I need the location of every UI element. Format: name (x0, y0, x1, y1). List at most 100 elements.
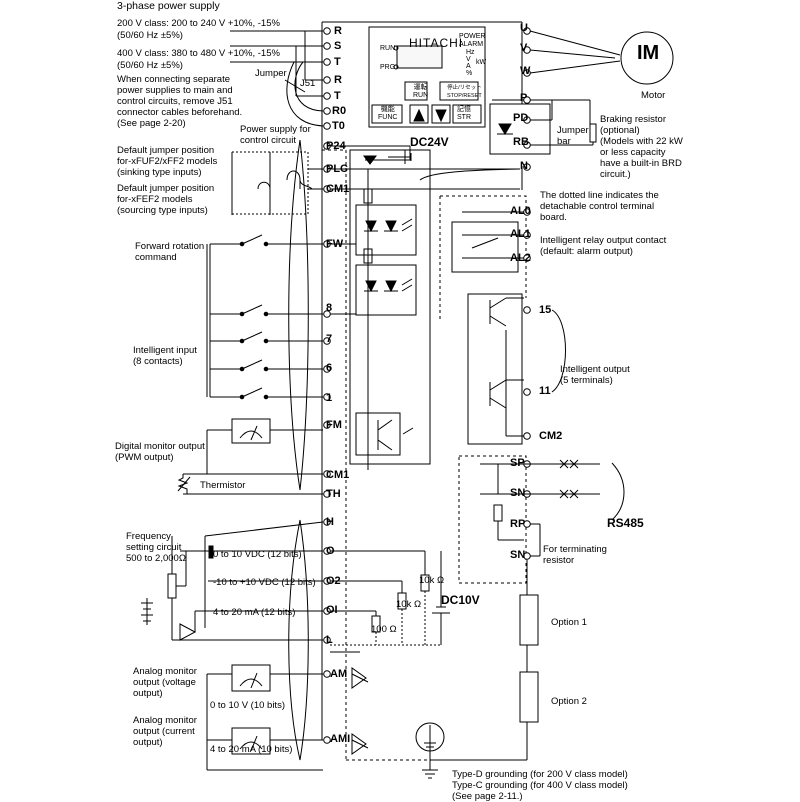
indicator-v: V (466, 56, 471, 63)
class-200-spec: 200 V class: 200 to 240 V +10%, -15% (117, 18, 280, 29)
cable-shield-lower (288, 519, 309, 761)
switch-blade (241, 331, 263, 342)
input-terminal (323, 365, 331, 373)
transistor-output-box (467, 293, 523, 445)
motor-symbol: IM (637, 42, 660, 64)
input-terminal (323, 42, 331, 50)
terminating-resistor-label: For terminating resistor (543, 544, 607, 566)
terminal-6: 6 (326, 362, 333, 374)
jumper-link (299, 179, 313, 190)
class-400-spec: 400 V class: 380 to 480 V +10%, -15% (117, 48, 280, 59)
indicator-power: POWER (459, 33, 486, 40)
pot-resistor (167, 573, 177, 599)
thermistor-icon (177, 474, 189, 494)
resistor-100-label: 100 Ω (371, 624, 397, 635)
dotted-line-note: The dotted line indicates the detachable… (540, 190, 659, 223)
cm2-terminal (523, 432, 531, 440)
out-transistor-emitter (489, 315, 507, 327)
o-range-label: 0 to 10 VDC (12 bits) (213, 549, 302, 560)
rs485-x (559, 459, 569, 469)
rs485-dotted-box (458, 455, 527, 584)
run-led (393, 45, 399, 51)
stop-key-box (439, 81, 479, 101)
terminal-cm1: CM1 (326, 183, 350, 195)
am-amp (351, 673, 369, 683)
motor-label: Motor (641, 90, 666, 101)
run-key-box (404, 81, 428, 101)
terminal-fw: FW (326, 238, 344, 250)
input-terminal (323, 76, 331, 84)
input-terminal (323, 393, 331, 401)
p24-drop (365, 146, 411, 161)
digital-monitor-label: Digital monitor output (PWM output) (115, 441, 205, 463)
n-terminal (523, 163, 531, 171)
braking-resistor-note: Braking resistor (optional) (Models with… (600, 114, 683, 180)
oi-range-label: 4 to 20 mA (12 bits) (213, 607, 296, 618)
terminal-8: 8 (326, 302, 333, 314)
terminal-1: 1 (326, 392, 333, 404)
terminal-15: 15 (539, 304, 552, 316)
indicator-percent: % (466, 70, 473, 77)
terminal-t0: T0 (332, 120, 345, 132)
ami-meter-icon (231, 727, 271, 755)
frequency-circuit-label: Frequency setting circuit 500 to 2,000Ω (126, 531, 186, 564)
relay-box (451, 221, 519, 273)
cable-shield-upper (288, 139, 309, 491)
terminal-o2: O2 (326, 575, 341, 587)
terminal-cm1-lower: CM1 (326, 469, 350, 481)
control-board-dotted-top (440, 195, 527, 298)
prg-led (393, 64, 399, 70)
terminal-al0: AL0 (510, 205, 531, 217)
cm1-lower-terminal (323, 470, 331, 478)
terminal-rp: RP (510, 518, 526, 530)
terminal-cm2: CM2 (539, 430, 563, 442)
relay-output-label: Intelligent relay output contact (defaul… (540, 235, 667, 257)
input-terminal (323, 122, 331, 130)
resistor-10k-b: 10k Ω (396, 599, 422, 610)
indicator-kw: kW (476, 59, 487, 66)
terminal-o: O (326, 545, 335, 557)
l-terminal (323, 636, 331, 644)
func-key-box (371, 104, 403, 124)
thermistor-slash (177, 476, 191, 492)
terminal-sn: SN (510, 487, 526, 499)
ami-amp-icon (351, 733, 367, 755)
ami-description: Analog monitor output (current output) (133, 715, 197, 748)
rs485-x (569, 489, 579, 499)
control-io-box (349, 149, 431, 465)
func-key: 機能 FUNC (378, 106, 398, 121)
terminal-l: L (326, 634, 333, 646)
dc10v-label: DC10V (441, 593, 480, 607)
indicator-alarm: ALARM (459, 41, 484, 48)
u-wire (529, 30, 621, 56)
terminating-resistor (493, 504, 503, 522)
sinking-jumper-note: Default jumper position for-xFUF2/xFF2 m… (117, 145, 218, 178)
grounding-note: Type-D grounding (for 200 V class model)… (452, 769, 628, 802)
jumper-label: Jumper (255, 68, 287, 79)
out-transistor-collector (489, 297, 507, 309)
terminal-r0: R0 (332, 105, 347, 117)
out15-terminal (523, 306, 531, 314)
opto-arrow (401, 284, 413, 292)
meter-arc (239, 678, 263, 687)
intelligent-input-label: Intelligent input (8 contacts) (133, 345, 197, 367)
option-1-label: Option 1 (551, 617, 587, 628)
switch-blade (241, 359, 263, 370)
terminal-n: N (520, 160, 528, 172)
fm-transistor-box (355, 412, 401, 456)
store-key: 記憶 STR (457, 106, 471, 121)
meter-needle (250, 425, 258, 441)
ami-terminal (323, 736, 331, 744)
terminal-r-control: R (334, 74, 342, 86)
terminal-ami: AMI (330, 733, 351, 745)
terminal-r: R (334, 25, 342, 37)
switch-blade (241, 234, 263, 245)
stop-reset-key: 停止/リセット STOP/RESET (447, 85, 482, 99)
power-supply-heading: 3-phase power supply (117, 0, 220, 12)
rs485-x (559, 489, 569, 499)
terminal-al2: AL2 (510, 252, 531, 264)
jumper-source (257, 181, 271, 190)
h-wire (204, 521, 324, 537)
terminal-sp: SP (510, 457, 525, 469)
